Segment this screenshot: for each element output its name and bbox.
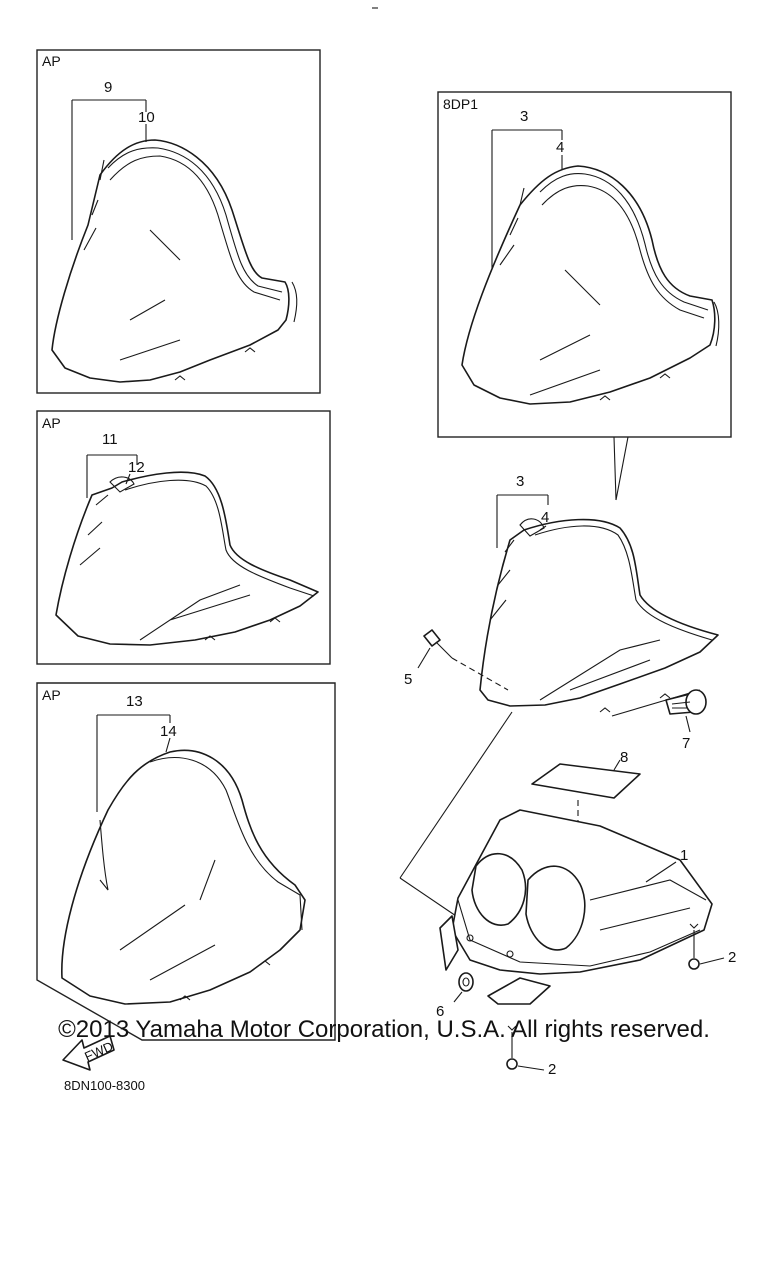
grommet-part-6: 6 xyxy=(436,972,474,1020)
callout-1: 1 xyxy=(680,847,688,864)
windshield-part-11 xyxy=(55,471,319,646)
bolt-part-2-bottom: 2 xyxy=(506,1025,556,1078)
main-windshield: 3 4 xyxy=(479,473,719,717)
panel-frame xyxy=(36,682,336,1041)
windshield-part-3 xyxy=(479,518,719,707)
panel-ap-windshield-13: AP 13 14 xyxy=(36,682,336,1041)
leader-line-2 xyxy=(399,877,463,921)
diagram-code: 8DN100-8300 xyxy=(64,1078,145,1093)
callout-3-main: 3 xyxy=(516,473,524,490)
bracket-part-7: 7 xyxy=(665,689,707,752)
panel-frame xyxy=(437,91,732,438)
panel-8dp1-windshield: 8DP1 3 4 xyxy=(437,91,732,438)
windshield-part-14 xyxy=(61,749,306,1005)
panel-ap-windshield-11: AP 11 12 xyxy=(36,410,331,665)
callout-11: 11 xyxy=(102,431,118,448)
bolt-part-2-right: 2 xyxy=(688,923,736,970)
screw-part-5: 5 xyxy=(404,629,509,691)
panel-frame xyxy=(36,49,321,394)
copyright-notice: ©2013 Yamaha Motor Corporation, U.S.A. A… xyxy=(58,1016,710,1043)
callout-3: 3 xyxy=(520,108,528,125)
panel-tag: AP xyxy=(42,53,61,69)
callout-8: 8 xyxy=(620,749,628,766)
callout-13: 13 xyxy=(126,693,143,710)
panel-tag: 8DP1 xyxy=(443,96,478,112)
windshield-part-3-inset xyxy=(461,165,716,405)
callout-5: 5 xyxy=(404,671,412,688)
callout-2-bottom: 2 xyxy=(548,1061,556,1078)
callout-10: 10 xyxy=(138,109,155,126)
callout-14: 14 xyxy=(160,723,177,740)
cowl-part-1: 1 xyxy=(439,809,713,1005)
panel-ap-windshield-9: AP 9 10 xyxy=(36,49,321,394)
leader-line xyxy=(399,711,513,879)
panel-tag: AP xyxy=(42,687,61,703)
callout-7: 7 xyxy=(682,735,690,752)
callout-9: 9 xyxy=(104,79,112,96)
callout-6: 6 xyxy=(436,1003,444,1020)
callout-4-main: 4 xyxy=(541,509,549,526)
panel-tag: AP xyxy=(42,415,61,431)
inset-pointer xyxy=(613,436,629,501)
callout-2-right: 2 xyxy=(728,949,736,966)
callout-12: 12 xyxy=(128,459,145,476)
panel-frame xyxy=(36,410,331,665)
windshield-part-9 xyxy=(51,139,290,383)
callout-4: 4 xyxy=(556,139,564,156)
